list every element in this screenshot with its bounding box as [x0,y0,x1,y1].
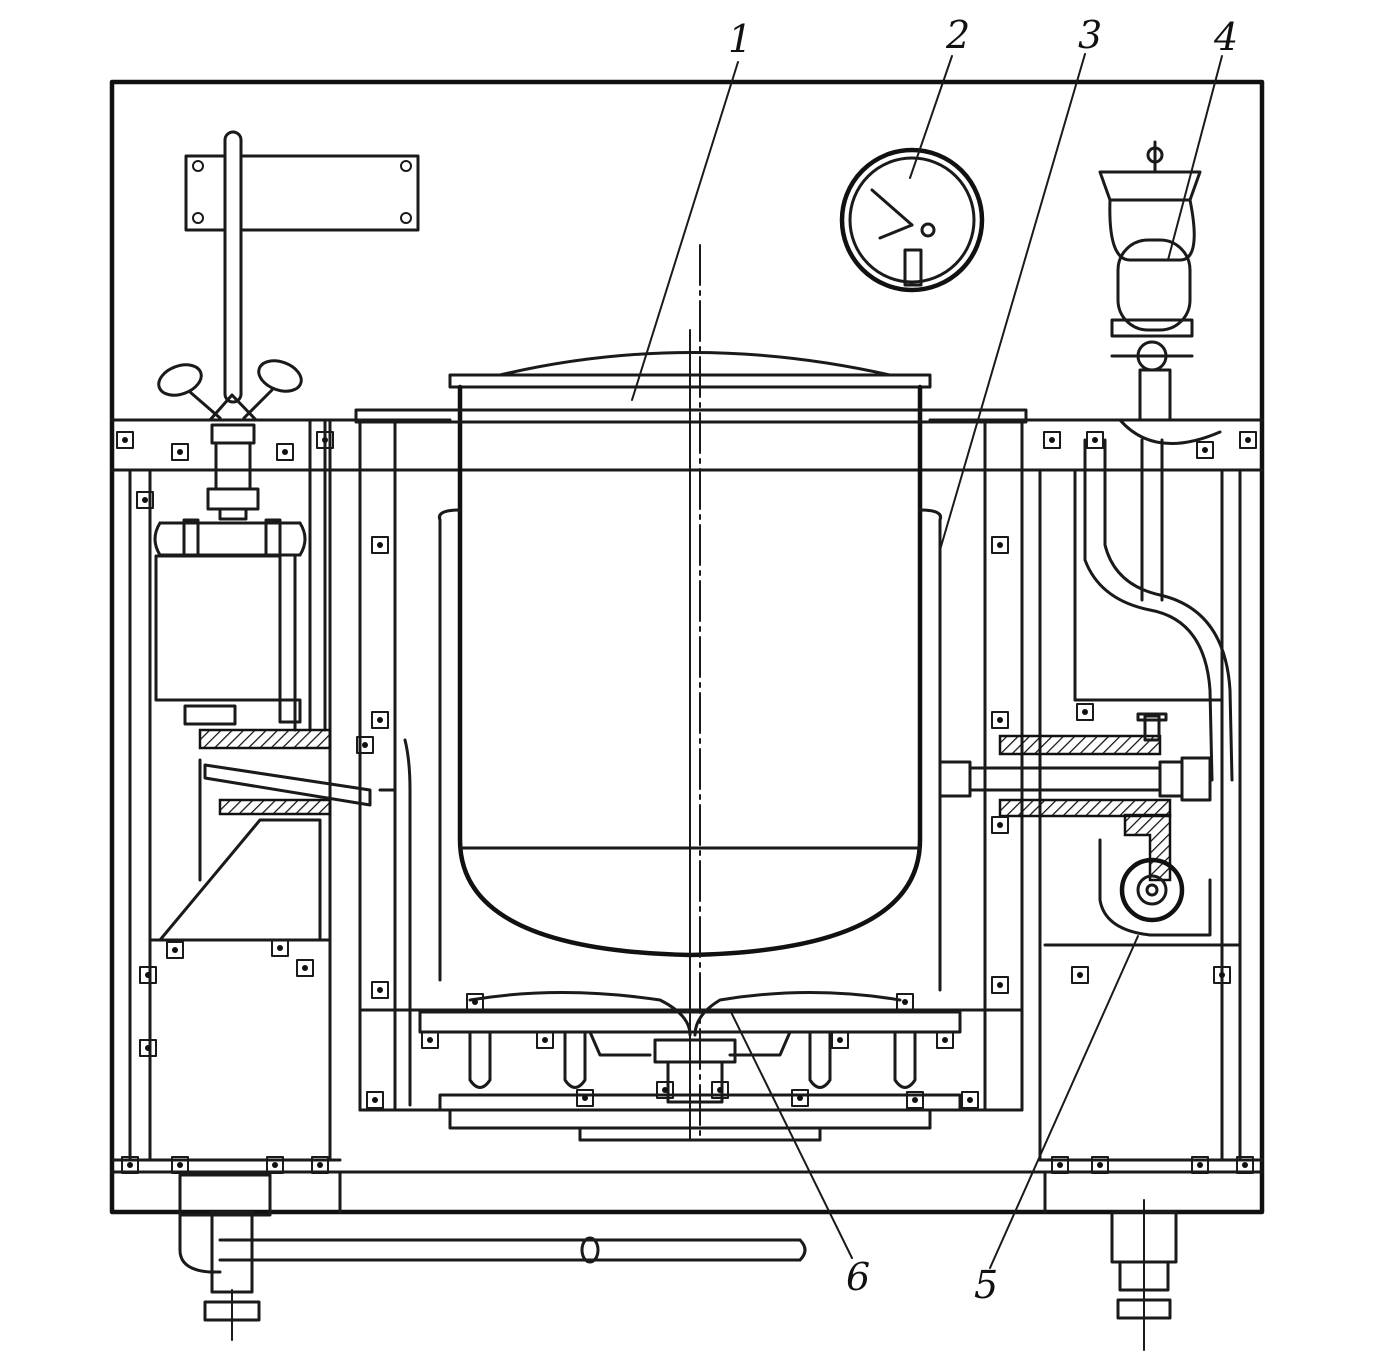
center-axis [689,244,701,1141]
leader-1 [631,61,739,401]
bolt-head [991,536,1009,554]
bolt-head [1091,1156,1109,1174]
water-inlet-assembly [153,130,307,558]
bolt-head [1051,1156,1069,1174]
drain-pipe [178,1173,807,1341]
bolt-head [366,1091,384,1109]
bolt-head [1213,966,1231,984]
bolt-head [171,1156,189,1174]
heater-fins [468,1030,917,1089]
callout-1: 1 [728,17,752,61]
bolt-head [311,1156,329,1174]
callouts: 1 2 3 4 5 6 [728,13,1238,1307]
bolt-head [276,443,294,461]
leader-6 [729,1009,853,1259]
callout-4: 4 [1213,15,1238,59]
bolt-head [116,431,134,449]
callout-5: 5 [974,1263,998,1307]
pressure-gauge [839,147,985,293]
bolt-head [961,1091,979,1109]
bolt-head [656,1081,674,1099]
bolt-head [139,1039,157,1057]
leader-3 [939,53,1086,551]
bolt-head [791,1089,809,1107]
bolt-head [991,816,1009,834]
bolts [116,431,1257,1174]
bolt-head [371,536,389,554]
bolt-head [371,711,389,729]
bolt-head [711,1081,729,1099]
callout-3: 3 [1078,13,1102,57]
bolt-head [356,736,374,754]
leader-lines [631,53,1223,1269]
bolt-head [991,976,1009,994]
bolt-head [1071,966,1089,984]
bolt-head [536,1031,554,1049]
callout-2: 2 [945,13,970,57]
bolt-head [896,993,914,1011]
bolt-head [421,1031,439,1049]
bolt-head [296,959,314,977]
bolt-head [266,1156,284,1174]
right-compartment [938,438,1264,1162]
bolt-head [1196,441,1214,459]
bolt-head [831,1031,849,1049]
bolt-head [139,966,157,984]
bolt-head [1191,1156,1209,1174]
callout-6: 6 [846,1255,870,1299]
bolt-head [371,981,389,999]
safety-valve [1098,140,1222,445]
bolt-head [166,941,184,959]
bolt-head [1076,703,1094,721]
bolt-head [1239,431,1257,449]
bolt-head [906,1091,924,1109]
bolt-head [136,491,154,509]
bolt-head [316,431,334,449]
bolt-head [936,1031,954,1049]
right-leg [1110,1199,1178,1351]
bolt-head [1236,1156,1254,1174]
leader-2 [909,55,953,179]
nameplate [184,154,420,232]
bolt-head [1086,431,1104,449]
bolt-head [1043,431,1061,449]
leader-4 [1167,55,1223,261]
leader-5 [989,935,1139,1269]
bolt-head [121,1156,139,1174]
bolt-head [466,993,484,1011]
bolt-head [576,1089,594,1107]
bolt-head [991,711,1009,729]
bolt-head [271,939,289,957]
bolt-head [171,443,189,461]
left-compartment [110,418,372,1162]
